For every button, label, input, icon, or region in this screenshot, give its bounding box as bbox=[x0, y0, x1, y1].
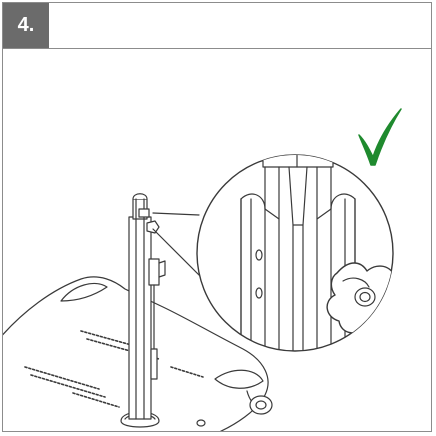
instruction-panel: 4. bbox=[2, 2, 432, 432]
telescopic-pole bbox=[128, 193, 166, 420]
assembly-drawing bbox=[3, 108, 402, 431]
assembly-illustration bbox=[3, 49, 431, 431]
step-number: 4. bbox=[3, 3, 49, 48]
zoom-detail bbox=[196, 154, 394, 352]
checkmark-icon bbox=[358, 108, 402, 166]
step-header: 4. bbox=[3, 3, 431, 49]
